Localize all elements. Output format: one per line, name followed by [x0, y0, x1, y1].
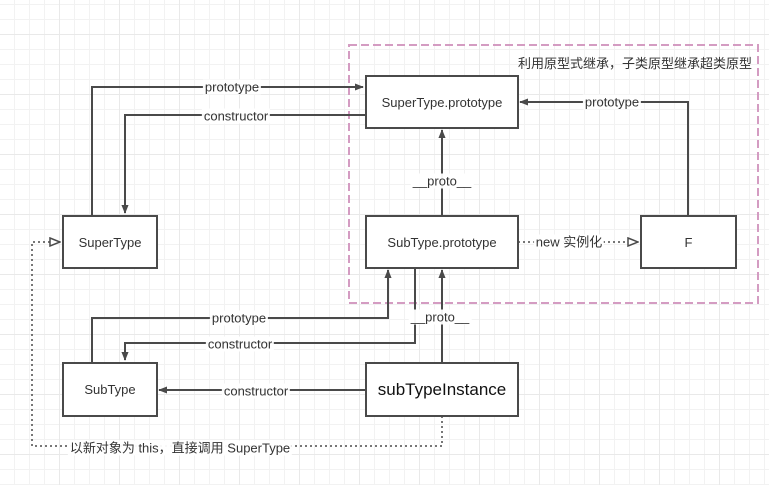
label-instance-constructor: constructor — [221, 383, 291, 399]
inheritance-group-border — [348, 44, 759, 304]
edge-supertype-prototype — [91, 83, 364, 215]
label-supertype-constructor: constructor — [201, 108, 271, 124]
node-subtype[interactable]: SubType — [62, 362, 158, 417]
label-subtype-prototype: prototype — [209, 310, 269, 326]
edge-supertype-constructor — [121, 114, 365, 214]
label-new-instantiate: new 实例化 — [533, 234, 605, 250]
edge-call-supertype — [31, 242, 443, 447]
node-f[interactable]: F — [640, 215, 737, 269]
label-subtype-constructor: constructor — [205, 336, 275, 352]
node-subtype-prototype[interactable]: SubType.prototype — [365, 215, 519, 269]
group-title: 利用原型式继承，子类原型继承超类原型 — [518, 56, 753, 71]
label-subtype-prototype-proto: __proto__ — [410, 173, 474, 189]
label-call-supertype: 以新对象为 this，直接调用 SuperType — [67, 440, 293, 456]
edge-f-prototype — [519, 98, 689, 215]
label-instance-proto: __proto__ — [408, 309, 472, 325]
node-supertype[interactable]: SuperType — [62, 215, 158, 269]
label-supertype-prototype: prototype — [202, 79, 262, 95]
node-subtype-instance[interactable]: subTypeInstance — [365, 362, 519, 417]
label-f-prototype: prototype — [582, 94, 642, 110]
node-supertype-prototype[interactable]: SuperType.prototype — [365, 75, 519, 129]
